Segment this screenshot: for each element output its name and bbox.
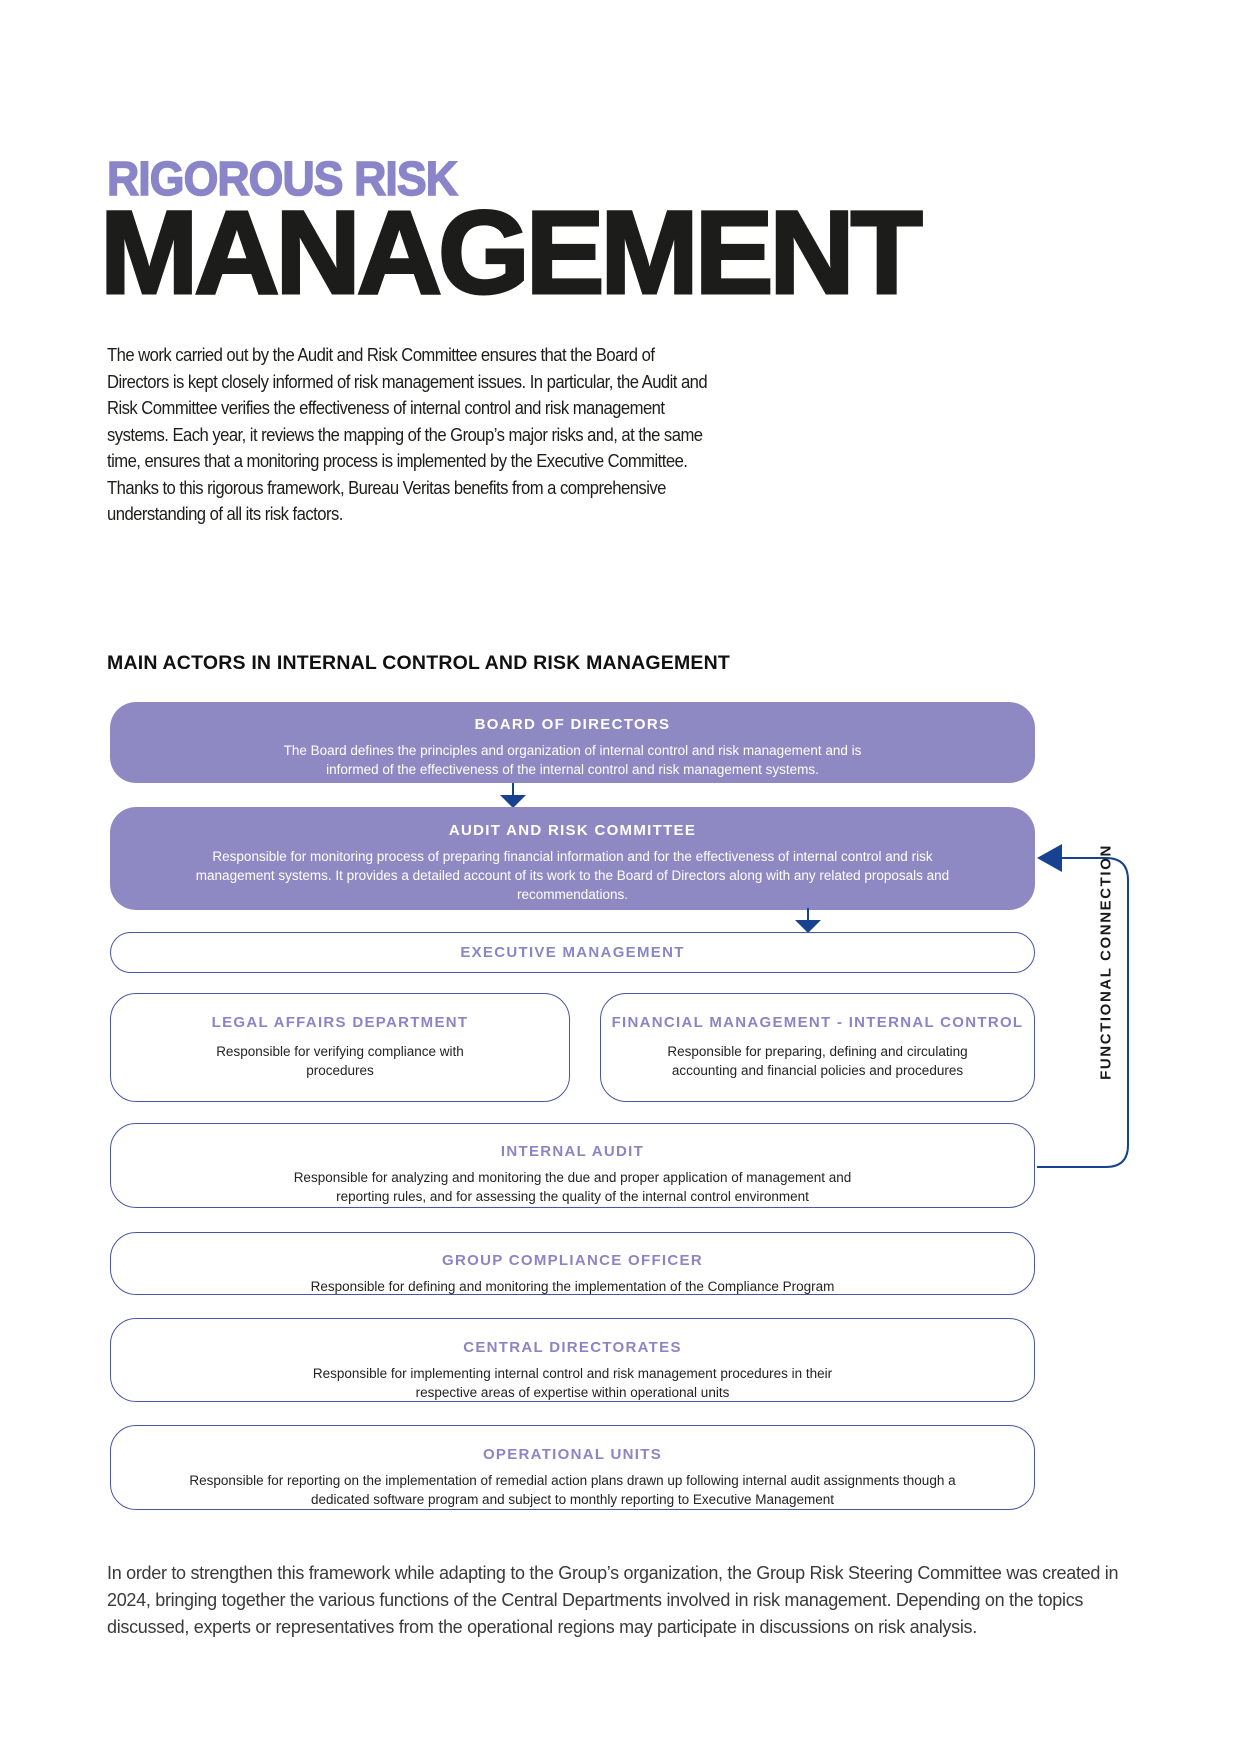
box-body: Responsible for monitoring process of pr… [195,849,950,902]
box-board-of-directors: BOARD OF DIRECTORS The Board defines the… [110,702,1035,783]
box-executive-management: EXECUTIVE MANAGEMENT [110,932,1035,973]
box-operational-units: OPERATIONAL UNITS Responsible for report… [110,1425,1035,1510]
arrow-head [500,795,526,808]
box-body: Responsible for verifying compliance wit… [216,1044,464,1078]
arrow-board-to-audit-icon [500,783,526,808]
box-internal-audit: INTERNAL AUDIT Responsible for analyzing… [110,1123,1035,1208]
box-title: EXECUTIVE MANAGEMENT [460,944,685,961]
box-title: FINANCIAL MANAGEMENT - INTERNAL CONTROL [611,1014,1024,1031]
arrow-stem [512,783,514,795]
box-central-directorates: CENTRAL DIRECTORATES Responsible for imp… [110,1318,1035,1402]
box-title: AUDIT AND RISK COMMITTEE [448,822,697,839]
box-group-compliance-officer: GROUP COMPLIANCE OFFICER Responsible for… [110,1232,1035,1295]
box-title: LEGAL AFFAIRS DEPARTMENT [211,1014,469,1031]
arrow-stem [807,908,809,920]
box-title: CENTRAL DIRECTORATES [463,1339,682,1356]
box-legal-affairs-department: LEGAL AFFAIRS DEPARTMENT Responsible for… [110,993,570,1102]
functional-connection-label: FUNCTIONAL CONNECTION [1097,844,1115,1080]
box-body: Responsible for preparing, defining and … [667,1044,968,1078]
box-title: BOARD OF DIRECTORS [474,716,671,733]
box-financial-management-internal-control: FINANCIAL MANAGEMENT - INTERNAL CONTROL … [600,993,1035,1102]
box-body: Responsible for reporting on the impleme… [189,1473,956,1507]
box-title: OPERATIONAL UNITS [482,1446,663,1463]
page-title-kicker: RIGOROUS RISK [106,153,458,206]
closing-paragraph: In order to strengthen this framework wh… [107,1563,1119,1637]
box-body: Responsible for defining and monitoring … [310,1279,835,1294]
page-title: MANAGEMENT [99,187,925,319]
box-body: Responsible for analyzing and monitoring… [293,1170,852,1204]
intro-paragraph: The work carried out by the Audit and Ri… [107,344,708,524]
box-title: INTERNAL AUDIT [500,1143,645,1160]
functional-connection-arrow-head [1037,844,1062,872]
arrow-head [795,920,821,933]
box-body: Responsible for implementing internal co… [312,1366,833,1400]
box-title: GROUP COMPLIANCE OFFICER [442,1252,703,1269]
section-heading: MAIN ACTORS IN INTERNAL CONTROL AND RISK… [107,652,731,674]
arrow-audit-to-executive-icon [795,908,821,933]
box-body: The Board defines the principles and org… [283,743,862,777]
box-audit-and-risk-committee: AUDIT AND RISK COMMITTEE Responsible for… [110,807,1035,910]
